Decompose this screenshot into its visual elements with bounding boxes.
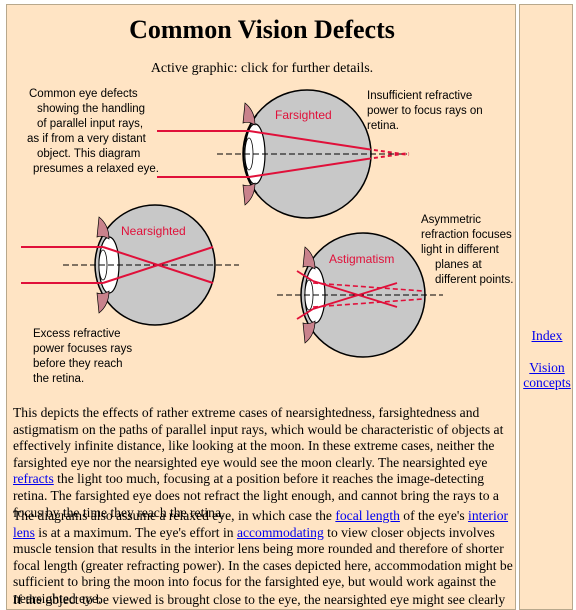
intro-text: Common eye defects showing the handling … — [27, 88, 159, 175]
refracts-link[interactable]: refracts — [13, 471, 54, 487]
main-content: Common Vision Defects Active graphic: cl… — [6, 4, 516, 610]
astigmatism-label: Astigmatism — [329, 252, 394, 266]
interior-lens-link[interactable]: interior lens — [13, 508, 509, 540]
page-subtitle: Active graphic: click for further detail… — [150, 61, 374, 76]
nearsighted-eye[interactable]: Nearsighted — [21, 204, 239, 326]
vision-defects-diagram[interactable]: Common eye defects showing the handling … — [17, 83, 513, 401]
nearsighted-note: Excess refractive power focuses rays bef… — [33, 328, 135, 385]
accommodating-link[interactable]: accommodating — [236, 524, 324, 540]
focal-length-link[interactable]: focal length — [335, 508, 400, 523]
paragraph-overview: This depicts the effects of rather extre… — [13, 405, 504, 520]
astigmatism-eye[interactable]: Astigmatism — [277, 232, 443, 358]
astigmatism-note: Asymmetric refraction focuses light in d… — [421, 214, 513, 286]
index-link[interactable]: Index — [531, 328, 563, 343]
paragraph-close-object: If the object to be viewed is brought cl… — [13, 592, 506, 607]
farsighted-label: Farsighted — [275, 108, 332, 122]
paragraph-relaxed-eye: The diagrams also assume a relaxed eye, … — [13, 508, 513, 606]
page-title: Common Vision Defects — [129, 15, 395, 44]
nearsighted-label: Nearsighted — [121, 224, 186, 238]
farsighted-eye[interactable]: Farsighted — [157, 89, 410, 219]
farsighted-note: Insufficient refractive power to focus r… — [367, 90, 486, 132]
